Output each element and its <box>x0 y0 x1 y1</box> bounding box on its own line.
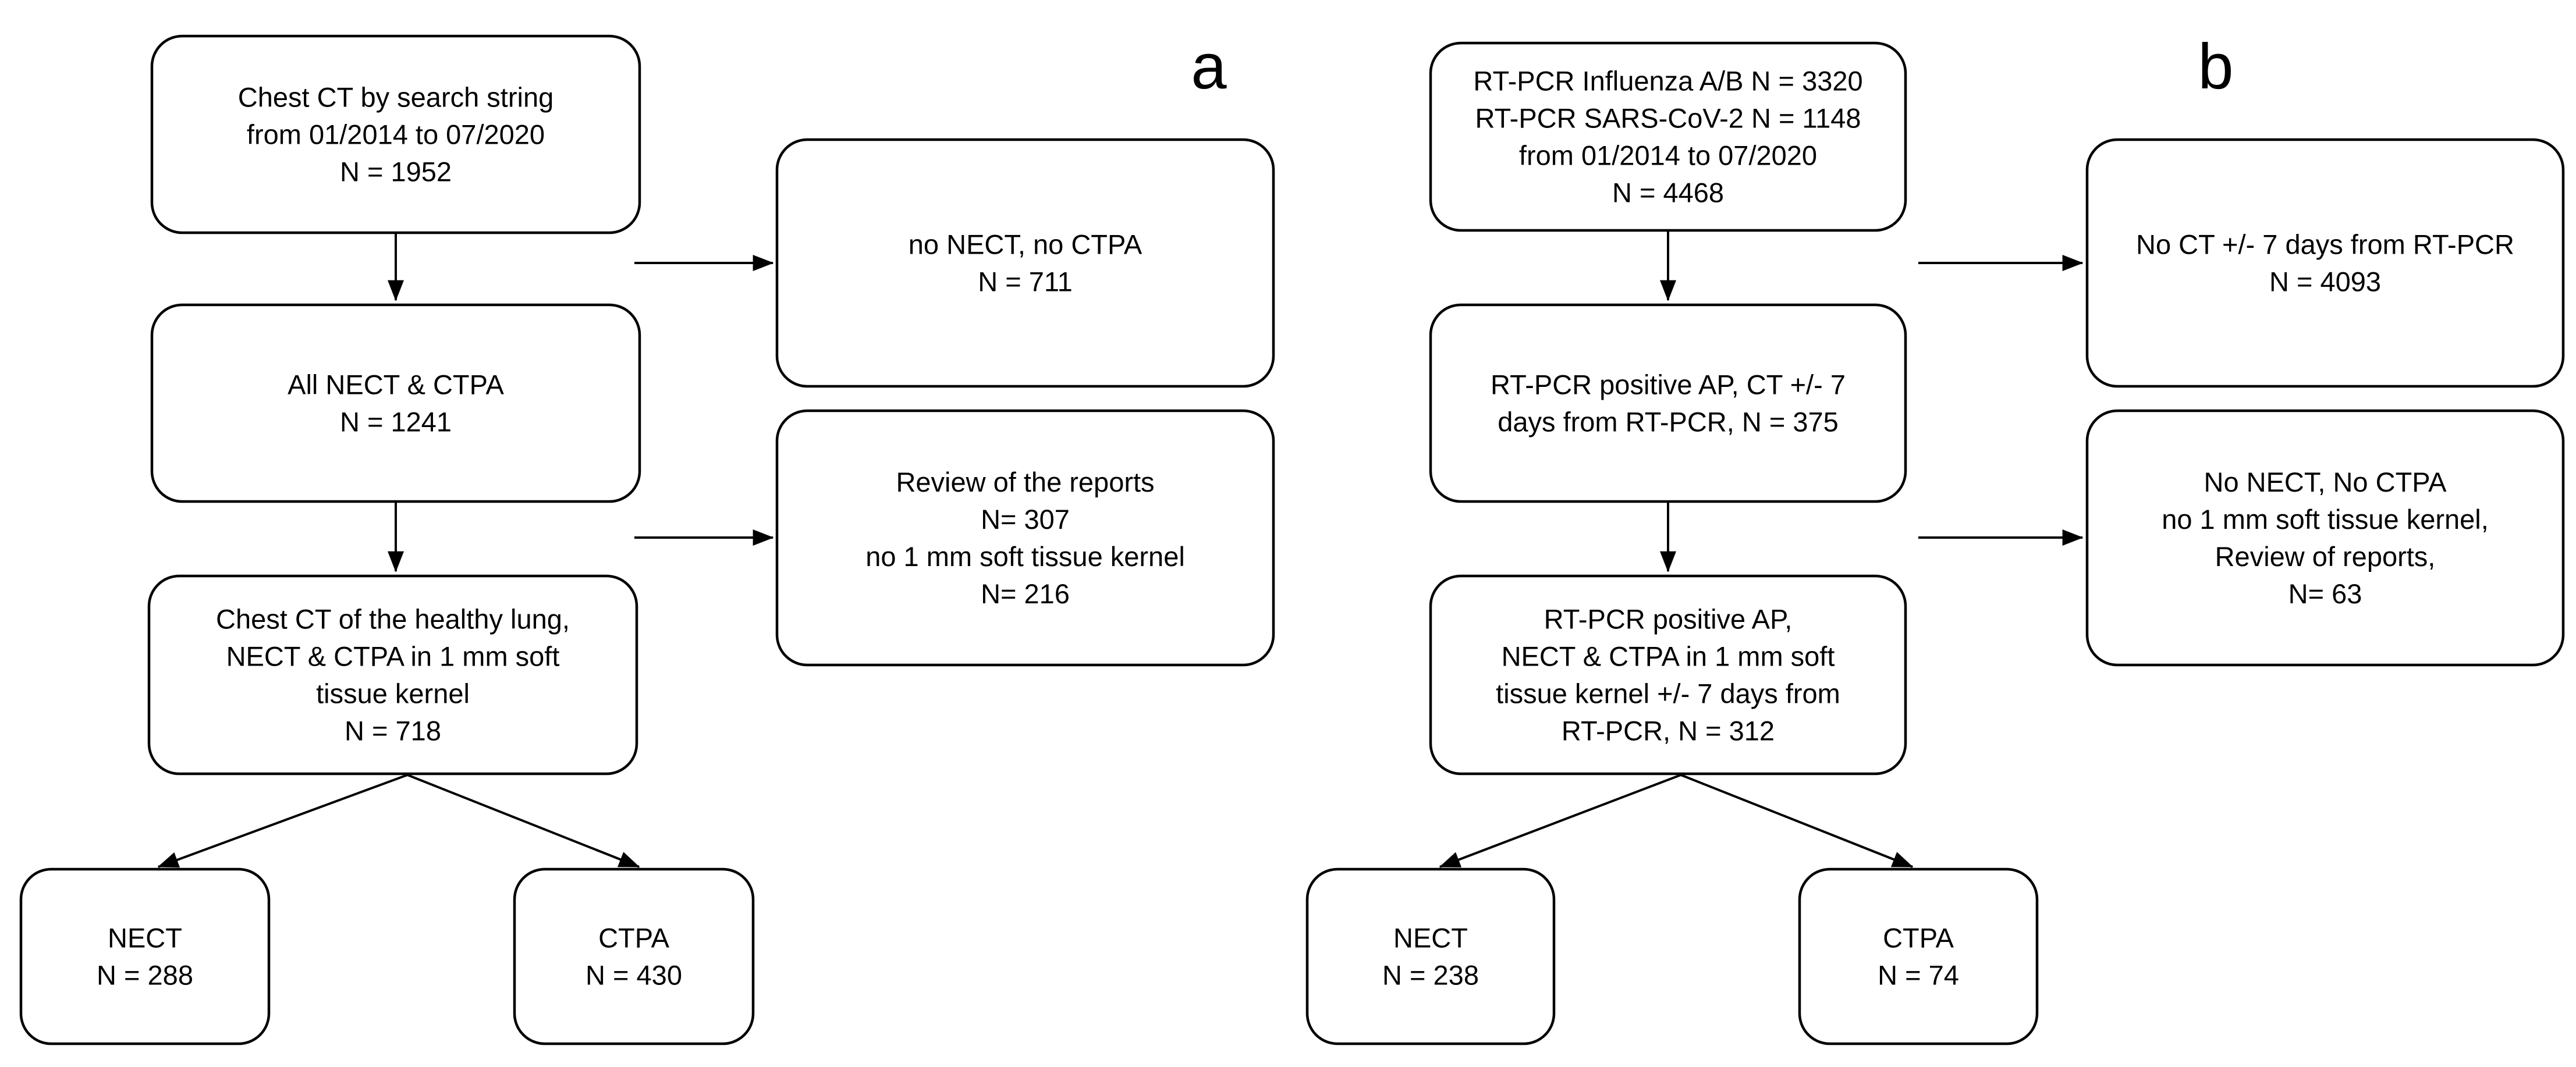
flow-node-box-b-source <box>1429 41 1907 232</box>
flow-node-text-b-ctpa-line-1: N = 74 <box>1878 960 1959 991</box>
flow-node-b-ctpa: CTPA N = 74 <box>1798 867 2039 1045</box>
flow-node-text-a-exclusion-review-line-3: N= 216 <box>981 578 1070 609</box>
flow-node-a-ctpa: CTPA N = 430 <box>513 867 755 1045</box>
flow-node-a-healthy-lung: Chest CT of the healthy lung, NECT & CTPA… <box>147 574 638 776</box>
panel-label-b: b <box>2198 31 2233 102</box>
flow-node-b-exclusion-no-ct: No CT +/- 7 days from RT-PCR N = 4093 <box>2085 138 2565 388</box>
flow-node-a-source: Chest CT by search string from 01/2014 to… <box>150 34 641 234</box>
flow-node-text-b-exclusion-review-line-0: No NECT, No CTPA <box>2204 467 2447 497</box>
flow-node-b-positive-kernel: RT-PCR positive AP, NECT & CTPA in 1 mm s… <box>1429 574 1907 776</box>
flow-node-box-a-source <box>150 34 641 234</box>
flow-node-a-exclusion-no-ct: no NECT, no CTPA N = 711 <box>775 138 1275 388</box>
flow-node-text-a-ctpa-line-1: N = 430 <box>586 960 682 991</box>
flow-node-text-b-exclusion-review-line-3: N= 63 <box>2288 578 2362 609</box>
flow-node-text-a-source-line-2: N = 1952 <box>340 157 452 187</box>
flow-node-text-a-exclusion-review-line-1: N= 307 <box>981 504 1070 535</box>
flow-node-box-b-exclusion-review <box>2085 409 2565 667</box>
flow-node-a-all-nect-ctpa: All NECT & CTPA N = 1241 <box>150 303 641 503</box>
flow-node-text-b-exclusion-no-ct-line-1: N = 4093 <box>2269 266 2381 297</box>
arrow-b-kernel-to-nect <box>1439 774 1681 868</box>
flow-node-box-a-ctpa <box>513 867 755 1045</box>
flow-node-box-b-positive-kernel <box>1429 574 1907 776</box>
flow-node-box-a-exclusion-no-ct <box>775 138 1275 388</box>
flow-node-text-a-exclusion-no-ct-line-1: N = 711 <box>978 266 1072 297</box>
flow-node-box-b-ctpa <box>1798 867 2039 1045</box>
flow-node-box-b-positive-ct7 <box>1429 303 1907 503</box>
flow-node-text-b-positive-kernel-line-1: NECT & CTPA in 1 mm soft <box>1502 641 1835 672</box>
flow-node-a-exclusion-review: Review of the reports N= 307 no 1 mm soft … <box>775 409 1275 667</box>
flow-node-text-a-all-nect-ctpa-line-0: All NECT & CTPA <box>288 369 504 400</box>
flow-node-text-a-ctpa-line-0: CTPA <box>598 923 670 954</box>
flow-node-text-a-source-line-0: Chest CT by search string <box>238 82 553 113</box>
flow-node-b-nect: NECT N = 238 <box>1305 867 1556 1045</box>
flow-node-text-a-exclusion-review-line-2: no 1 mm soft tissue kernel <box>865 541 1185 572</box>
flow-node-box-b-exclusion-no-ct <box>2085 138 2565 388</box>
flow-node-a-nect: NECT N = 288 <box>19 867 271 1045</box>
flow-node-text-a-nect-line-0: NECT <box>108 923 182 954</box>
flow-node-text-b-source-line-0: RT-PCR Influenza A/B N = 3320 <box>1473 66 1862 97</box>
flow-node-box-b-nect <box>1305 867 1556 1045</box>
flow-node-text-a-healthy-lung-line-0: Chest CT of the healthy lung, <box>216 604 570 635</box>
flow-node-box-a-exclusion-review <box>775 409 1275 667</box>
flow-node-text-b-positive-ct7-line-1: days from RT-PCR, N = 375 <box>1498 407 1839 438</box>
flow-node-b-exclusion-review: No NECT, No CTPA no 1 mm soft tissue kern… <box>2085 409 2565 667</box>
flow-node-text-b-source-line-2: from 01/2014 to 07/2020 <box>1519 140 1817 171</box>
flow-node-text-a-healthy-lung-line-3: N = 718 <box>345 716 441 746</box>
arrow-a-healthy-to-nect <box>157 774 408 868</box>
flow-node-box-a-healthy-lung <box>147 574 638 776</box>
flow-node-text-a-healthy-lung-line-2: tissue kernel <box>316 678 470 709</box>
flow-node-text-b-exclusion-review-line-2: Review of reports, <box>2215 541 2436 572</box>
flow-node-text-a-all-nect-ctpa-line-1: N = 1241 <box>340 407 452 438</box>
flow-node-text-a-healthy-lung-line-1: NECT & CTPA in 1 mm soft <box>226 641 560 672</box>
flow-node-text-a-nect-line-1: N = 288 <box>97 960 193 991</box>
flow-node-text-b-positive-kernel-line-3: RT-PCR, N = 312 <box>1562 716 1775 746</box>
flow-node-text-b-positive-kernel-line-0: RT-PCR positive AP, <box>1544 604 1793 635</box>
flow-node-text-a-exclusion-no-ct-line-0: no NECT, no CTPA <box>909 229 1142 260</box>
flow-node-text-b-positive-kernel-line-2: tissue kernel +/- 7 days from <box>1496 678 1840 709</box>
arrow-b-kernel-to-ctpa <box>1680 774 1914 868</box>
flow-node-box-a-nect <box>19 867 271 1045</box>
flow-node-text-b-nect-line-1: N = 238 <box>1382 960 1479 991</box>
flow-node-text-b-exclusion-review-line-1: no 1 mm soft tissue kernel, <box>2162 504 2489 535</box>
flow-node-text-b-exclusion-no-ct-line-0: No CT +/- 7 days from RT-PCR <box>2136 229 2514 260</box>
flow-node-text-b-positive-ct7-line-0: RT-PCR positive AP, CT +/- 7 <box>1491 369 1846 400</box>
flow-node-box-a-all-nect-ctpa <box>150 303 641 503</box>
arrow-a-healthy-to-ctpa <box>407 774 640 868</box>
flow-node-text-a-exclusion-review-line-0: Review of the reports <box>896 467 1154 497</box>
flow-node-text-a-source-line-1: from 01/2014 to 07/2020 <box>247 119 545 150</box>
flow-node-text-b-source-line-3: N = 4468 <box>1612 177 1724 208</box>
flow-node-text-b-ctpa-line-0: CTPA <box>1883 923 1954 954</box>
panel-label-a: a <box>1191 31 1227 102</box>
flow-node-text-b-nect-line-0: NECT <box>1393 923 1468 954</box>
flow-node-text-b-source-line-1: RT-PCR SARS-CoV-2 N = 1148 <box>1475 103 1861 134</box>
flow-node-b-positive-ct7: RT-PCR positive AP, CT +/- 7 days from RT… <box>1429 303 1907 503</box>
